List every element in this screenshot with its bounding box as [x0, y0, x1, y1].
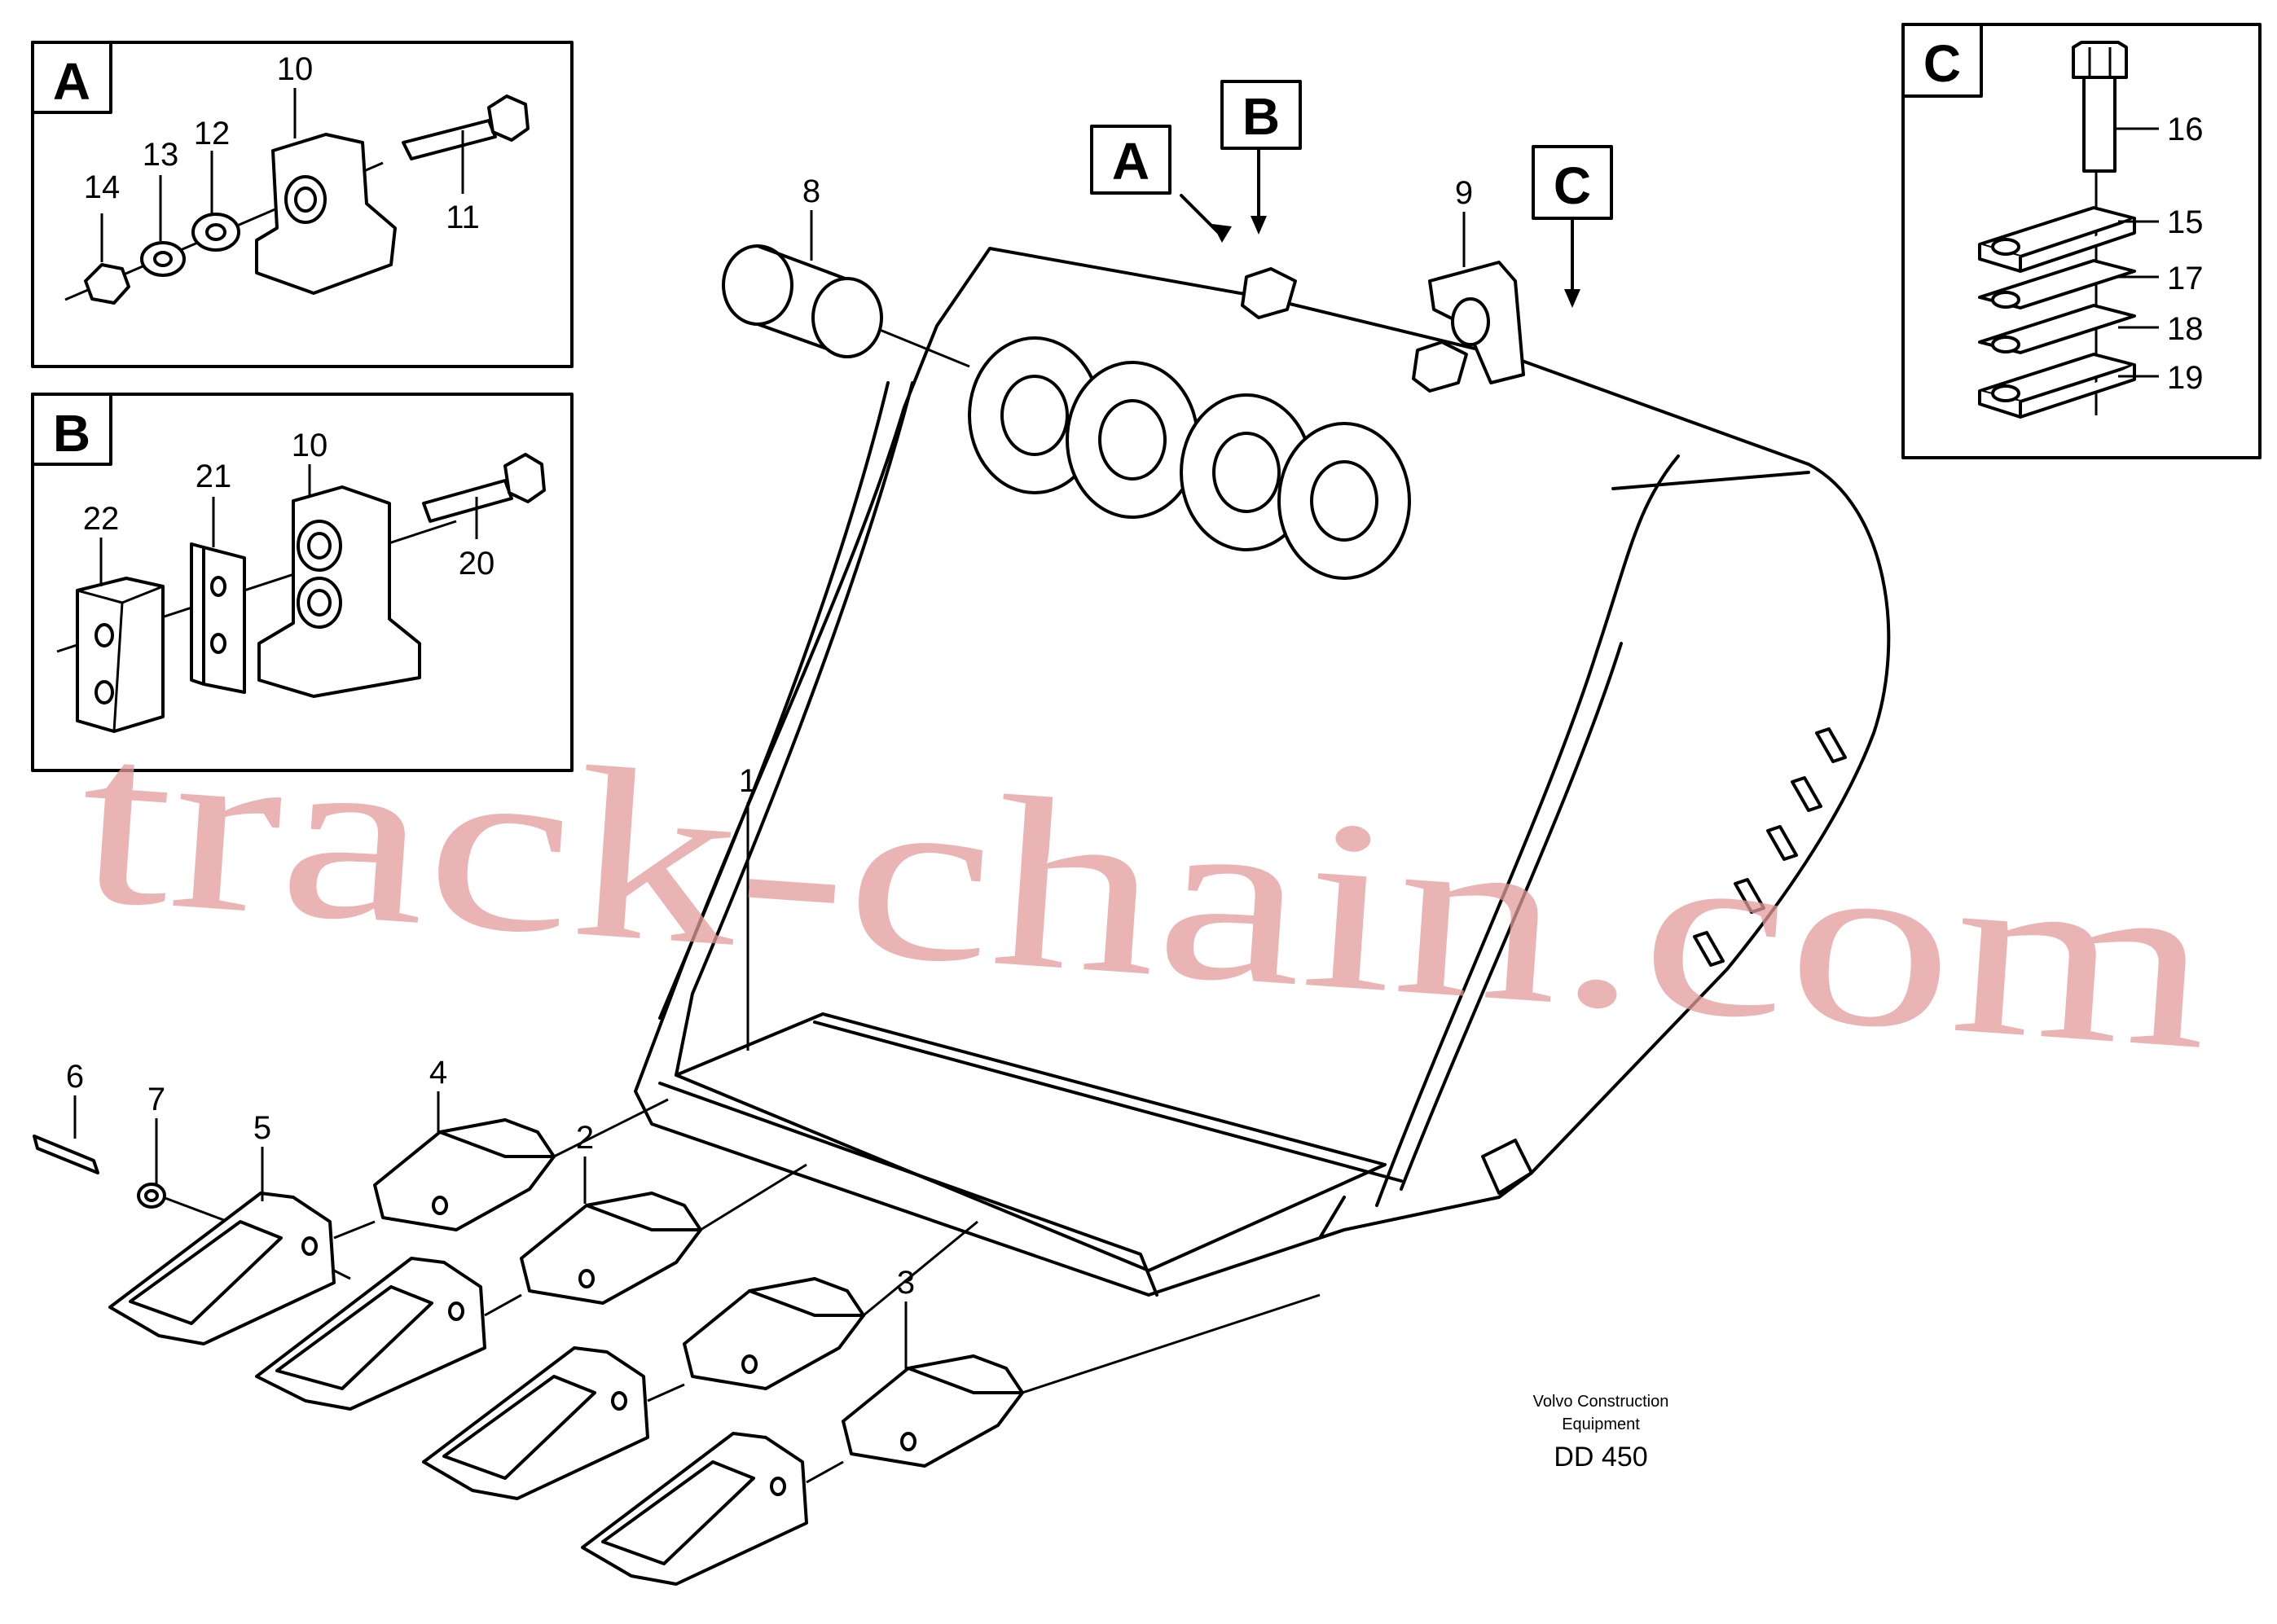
part-number-15: 15	[2167, 204, 2204, 240]
part-number-9: 9	[1455, 175, 1473, 211]
part-number-19: 19	[2167, 360, 2204, 396]
part-number-13: 13	[143, 137, 179, 173]
callout-marker-a-label: A	[1112, 132, 1149, 191]
detail-box-b-label: B	[53, 404, 90, 463]
part-number-4: 4	[429, 1055, 447, 1091]
part-number-12: 12	[194, 116, 231, 151]
detail-box-a: A 14 13 12 10 11	[31, 41, 574, 368]
part-number-6: 6	[66, 1059, 84, 1095]
detail-box-b: B 22 21 10 20	[31, 393, 574, 772]
part-number-11: 11	[446, 200, 480, 235]
teeth-and-adapters: 1 2 3 4 5 6 7 8 9	[33, 173, 1473, 1586]
part-number-14: 14	[84, 169, 121, 205]
caption-block: Volvo Construction Equipment DD 450	[1533, 1393, 1669, 1473]
part-number-16: 16	[2167, 112, 2204, 147]
detail-box-c-label: C	[1923, 34, 1961, 93]
caption-line-2: Equipment	[1562, 1416, 1640, 1433]
detail-box-c: C 16 15 17 18 19	[1901, 23, 2262, 459]
part-number-18: 18	[2167, 311, 2204, 347]
part-number-20: 20	[459, 546, 495, 582]
part-number-10-a: 10	[277, 51, 314, 87]
callout-marker-b: B	[1220, 80, 1302, 150]
part-number-17: 17	[2167, 261, 2204, 296]
callout-marker-b-label: B	[1242, 87, 1280, 146]
part-number-3: 3	[897, 1265, 915, 1301]
part-number-2: 2	[576, 1120, 594, 1156]
callout-marker-c-label: C	[1554, 156, 1591, 215]
bucket-assembly	[634, 149, 1891, 1297]
detail-box-a-label: A	[53, 52, 90, 111]
part-number-7: 7	[147, 1082, 165, 1117]
part-number-22: 22	[83, 501, 120, 537]
caption-line-1: Volvo Construction	[1533, 1393, 1669, 1411]
part-number-21: 21	[196, 459, 232, 494]
part-number-10-b: 10	[292, 428, 328, 463]
drawing-code: DD 450	[1554, 1442, 1647, 1473]
callout-marker-a: A	[1090, 125, 1171, 195]
part-number-5: 5	[253, 1110, 271, 1146]
part-number-8: 8	[802, 173, 820, 209]
callout-marker-c: C	[1532, 145, 1613, 220]
part-number-1: 1	[739, 763, 757, 799]
